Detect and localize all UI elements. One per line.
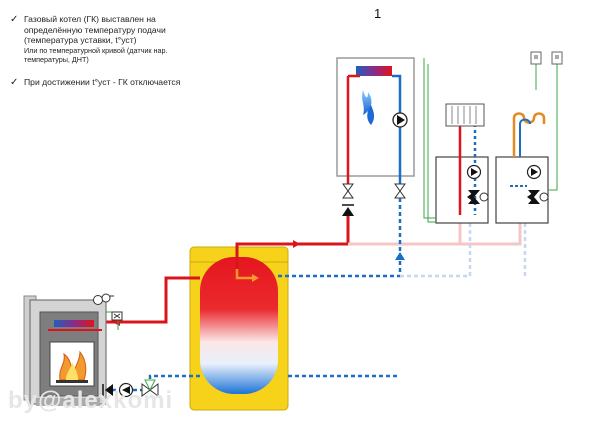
buffer-tank — [189, 246, 289, 411]
tank-inlet-pipe — [235, 269, 252, 280]
sensor-icon — [551, 51, 563, 65]
mixing-valve-icon — [141, 379, 159, 397]
valve-icon — [342, 183, 354, 199]
mixing-valve-icon — [527, 190, 549, 204]
note-main-text: Газовый котел (ГК) выставлен на определё… — [24, 14, 166, 46]
gas-boiler — [336, 57, 415, 187]
mixing-valve-icon — [467, 190, 489, 204]
note-item: ✓ При достижении t°уст - ГК отключается — [10, 77, 215, 89]
pressure-gauge-icon — [93, 293, 114, 305]
note-main-text: При достижении t°уст - ГК отключается — [24, 76, 181, 87]
heat-exchanger — [356, 66, 392, 76]
check-icon: ✓ — [10, 14, 19, 25]
pale-supply-line — [348, 216, 522, 246]
pump-icon — [118, 382, 134, 398]
pump-icon — [392, 112, 408, 128]
valve-icon — [394, 183, 406, 199]
solid-fuel-boiler — [23, 295, 107, 406]
check-icon: ✓ — [10, 76, 19, 88]
pump-icon — [466, 164, 482, 180]
sensor-icon — [530, 51, 542, 65]
pump-icon — [526, 164, 542, 180]
control-wiring — [106, 58, 558, 330]
floor-heating-icon — [512, 112, 546, 157]
note-detail-text: Или по температурной кривой (датчик нар.… — [24, 45, 168, 65]
valve-icon — [111, 311, 123, 321]
radiator-circuit — [435, 103, 489, 224]
watermark: by@alexkomi — [8, 387, 174, 414]
underfloor-circuit — [495, 112, 549, 224]
radiator-icon — [445, 103, 485, 127]
hot-supply-piping — [103, 216, 522, 326]
cold-return-piping — [112, 198, 527, 392]
tank-body — [200, 257, 278, 394]
check-valve-icon — [102, 384, 113, 396]
notes-panel: ✓ Газовый котел (ГК) выставлен на опреде… — [10, 14, 215, 101]
check-valve-icon — [342, 204, 354, 216]
fire-icon — [49, 341, 95, 387]
note-item: ✓ Газовый котел (ГК) выставлен на опреде… — [10, 14, 215, 65]
slide-number: 1 — [374, 6, 382, 21]
